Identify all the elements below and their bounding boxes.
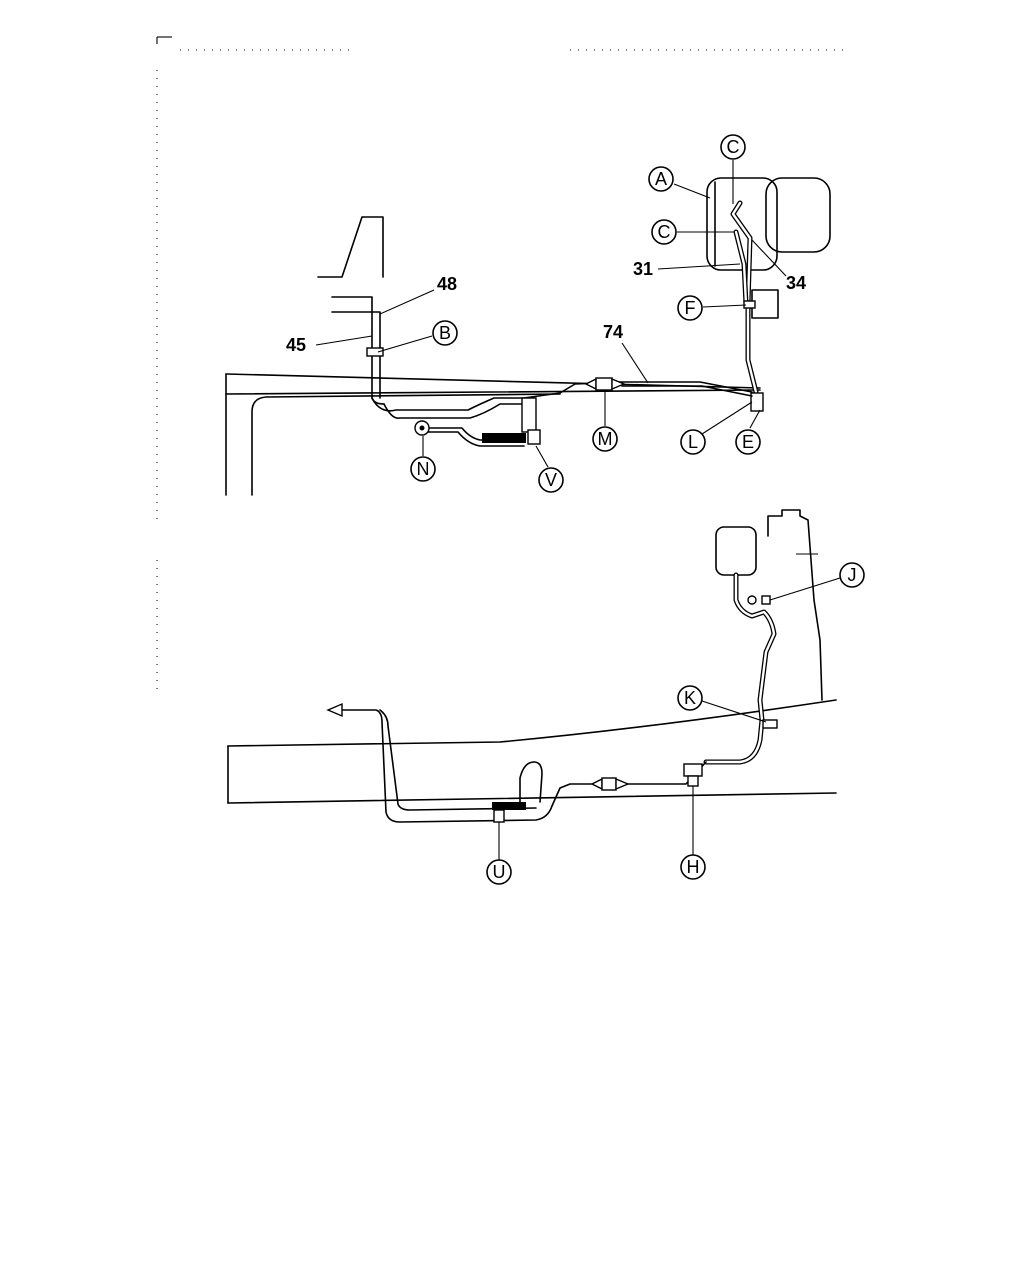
svg-text:M: M: [598, 429, 613, 449]
svg-text:J: J: [848, 565, 857, 585]
callout-L: L: [680, 429, 706, 455]
seat-back: [317, 216, 384, 278]
svg-text:L: L: [688, 432, 698, 452]
callout-F: F: [677, 295, 703, 321]
callout-V: V: [538, 467, 564, 493]
callout-J: J: [839, 562, 865, 588]
svg-text:V: V: [545, 470, 557, 490]
callout-K: K: [677, 685, 703, 711]
callout-H: H: [680, 854, 706, 880]
svg-text:K: K: [684, 688, 696, 708]
leader-lines-upper: [315, 160, 787, 468]
callout-M: M: [592, 426, 618, 452]
upper-view: A C C B F L E M: [225, 134, 831, 496]
svg-text:H: H: [687, 857, 700, 877]
master-cylinder: [706, 177, 831, 319]
svg-text:B: B: [439, 323, 451, 343]
part-number-48: 48: [437, 274, 457, 294]
svg-text:N: N: [417, 459, 430, 479]
brake-lines-upper: [331, 296, 753, 420]
callout-C-top: C: [720, 134, 746, 160]
callout-U: U: [486, 859, 512, 885]
part-number-45: 45: [286, 335, 306, 355]
callout-E: E: [735, 429, 761, 455]
svg-text:U: U: [493, 862, 506, 882]
union-fitting-lower: [326, 702, 630, 791]
scan-marks: [156, 36, 850, 690]
callout-B: B: [432, 320, 458, 346]
lower-view: J K U H: [227, 509, 865, 885]
body-outline-lower: [715, 509, 823, 701]
svg-text:F: F: [685, 298, 696, 318]
brake-hoses-lower: [703, 572, 778, 765]
callout-C-mid: C: [651, 219, 677, 245]
callout-N: N: [410, 456, 436, 482]
union-fitting-upper: [584, 377, 626, 391]
svg-text:E: E: [742, 432, 754, 452]
svg-text:C: C: [727, 137, 740, 157]
frame-rail-lower: [227, 699, 837, 804]
callout-A: A: [648, 166, 674, 192]
svg-text:A: A: [655, 169, 667, 189]
part-number-31: 31: [633, 259, 653, 279]
part-number-74: 74: [603, 322, 623, 342]
brake-lines-lower: [341, 709, 707, 823]
svg-text:C: C: [658, 222, 671, 242]
leader-lines-lower: [498, 577, 841, 860]
master-hoses: [730, 200, 764, 412]
part-number-34: 34: [786, 273, 806, 293]
proportioning-valve: [414, 397, 541, 447]
